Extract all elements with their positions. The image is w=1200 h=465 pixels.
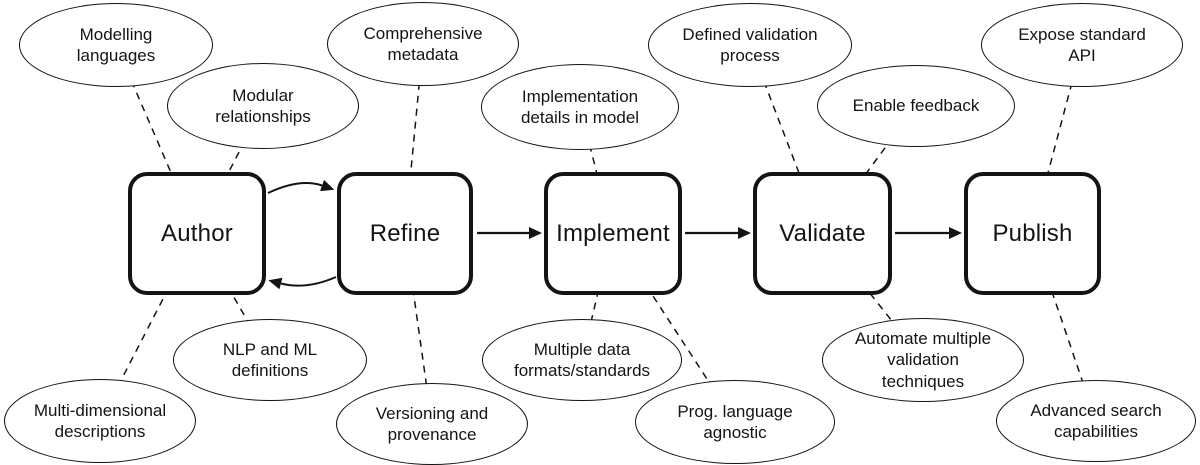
ellipse-multi-dimensional-descriptions: Multi-dimensional descriptions (4, 379, 196, 463)
ellipse-label: Defined validation process (682, 24, 818, 65)
ellipse-label: Comprehensive metadata (363, 23, 483, 64)
ellipse-defined-validation-process: Defined validation process (648, 3, 852, 87)
ellipse-label: Multi-dimensional descriptions (33, 400, 167, 441)
ellipse-label: Automate multiple validation techniques (854, 328, 992, 391)
process-box-label: Implement (556, 219, 670, 247)
ellipse-label: Advanced search capabilities (1030, 400, 1162, 441)
ellipse-enable-feedback: Enable feedback (817, 65, 1015, 147)
ellipse-advanced-search-capabilities: Advanced search capabilities (996, 380, 1196, 462)
ellipse-automate-validation-techniques: Automate multiple validation techniques (822, 318, 1024, 402)
ellipse-modular-relationships: Modular relationships (167, 63, 359, 149)
ellipse-implementation-details: Implementation details in model (481, 64, 679, 150)
feedback-loop-arrow-refine-author (268, 276, 337, 290)
process-box-validate: Validate (753, 172, 892, 295)
ellipse-label: Modular relationships (215, 85, 311, 126)
process-box-label: Refine (369, 219, 441, 247)
feedback-loop-arrow-author-refine (267, 179, 335, 194)
ellipse-label: Prog. language agnostic (677, 401, 793, 442)
process-box-implement: Implement (544, 172, 682, 295)
process-box-publish: Publish (964, 172, 1101, 295)
ellipse-label: Enable feedback (852, 96, 980, 116)
ellipse-expose-standard-api: Expose standard API (981, 3, 1183, 87)
process-box-refine: Refine (337, 172, 473, 295)
ellipse-prog-language-agnostic: Prog. language agnostic (635, 380, 835, 464)
ellipse-label: Multiple data formats/standards (513, 339, 651, 380)
ellipse-versioning-provenance: Versioning and provenance (336, 383, 528, 465)
dashed-connector-multi-dimensional-descriptions (99, 232, 198, 422)
process-box-author: Author (128, 172, 266, 295)
ellipse-comprehensive-metadata: Comprehensive metadata (327, 2, 519, 86)
ellipse-nlp-ml-definitions: NLP and ML definitions (173, 319, 367, 401)
ellipse-multiple-data-formats: Multiple data formats/standards (482, 319, 682, 401)
ellipse-label: Modelling languages (76, 24, 156, 65)
process-box-label: Author (161, 219, 233, 247)
ellipse-label: NLP and ML definitions (222, 339, 318, 380)
process-box-label: Validate (779, 219, 866, 247)
ellipse-label: Expose standard API (1018, 24, 1146, 65)
ellipse-modelling-languages: Modelling languages (19, 3, 213, 87)
process-box-label: Publish (992, 219, 1073, 247)
ellipse-label: Versioning and provenance (375, 403, 489, 444)
ellipse-label: Implementation details in model (520, 86, 640, 127)
